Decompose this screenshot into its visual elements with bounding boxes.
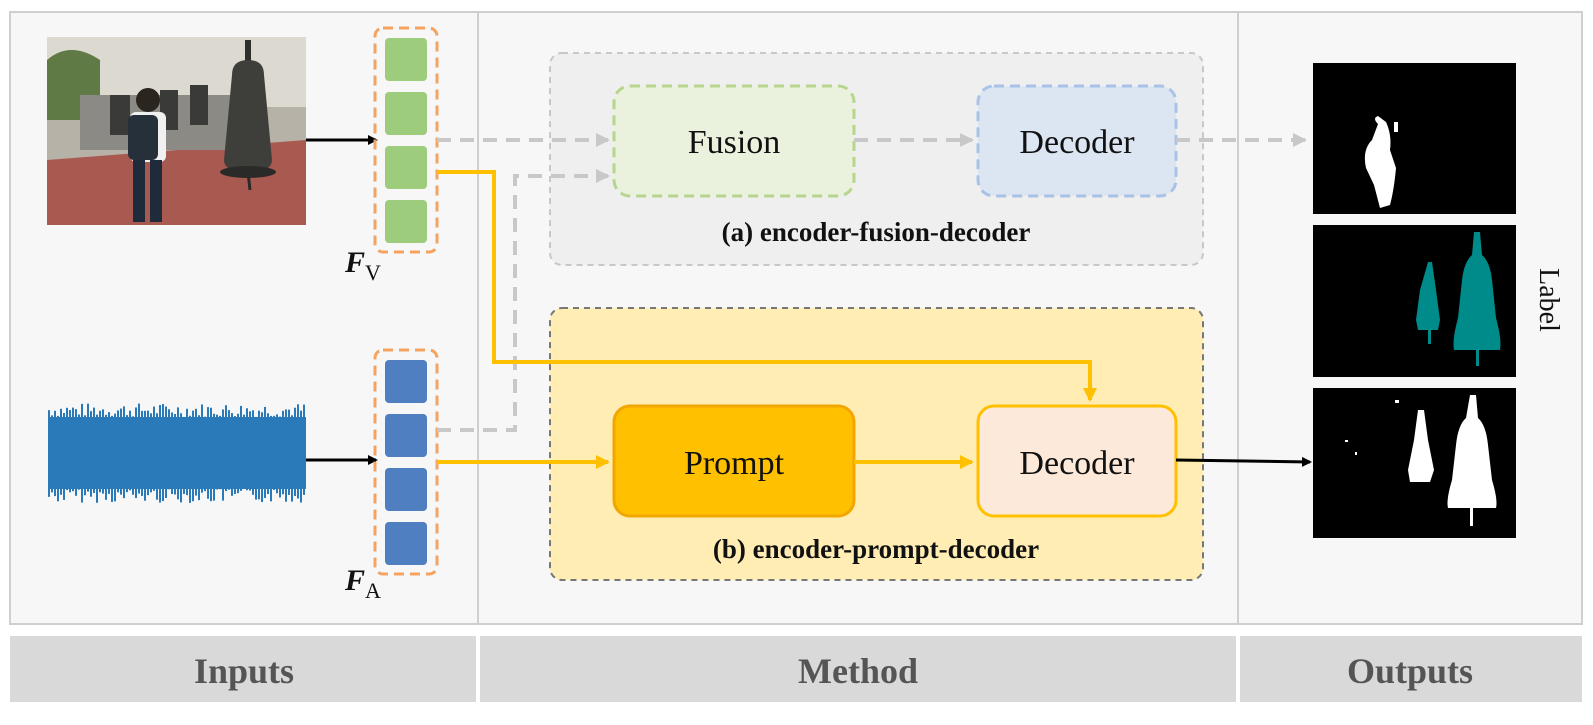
audio-feature-column — [373, 348, 439, 576]
caption-fusion-path: (a) encoder-fusion-decoder — [722, 217, 1031, 247]
footer-outputs: Outputs — [1347, 651, 1473, 691]
footer-inputs: Inputs — [194, 651, 294, 691]
footer-bar — [10, 636, 1582, 702]
prompt-path-arrows — [437, 170, 1097, 469]
fusion-box — [612, 84, 856, 198]
visual-feature-label: FV — [344, 246, 381, 285]
audio-feature-label: FA — [344, 564, 381, 603]
decoder-box-b-label: Decoder — [1019, 445, 1135, 482]
output-label-text: Label — [1533, 268, 1564, 332]
output-mask-fusion — [1313, 63, 1516, 214]
output-label-mask — [1313, 225, 1516, 377]
prompt-box-label: Prompt — [684, 445, 785, 482]
input-audio-waveform — [48, 403, 306, 503]
caption-prompt-path: (b) encoder-prompt-decoder — [713, 534, 1039, 564]
decoder-box-a-label: Decoder — [1019, 124, 1135, 161]
input-video-frame — [47, 37, 306, 225]
footer-method: Method — [798, 651, 918, 691]
output-mask-prompt — [1313, 388, 1516, 538]
visual-feature-column — [373, 26, 439, 254]
fusion-path-arrows — [437, 133, 1307, 432]
arrow-decoder-b-to-output — [1175, 456, 1312, 467]
fusion-box-label: Fusion — [688, 124, 781, 161]
